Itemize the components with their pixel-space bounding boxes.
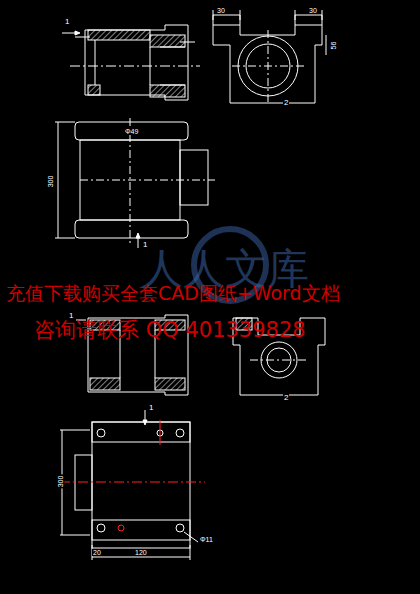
dimension-text: 30 [216,7,226,14]
dimension-text: 1 [148,404,154,412]
dimension-text: 2 [283,99,289,107]
dimension-text: 1 [64,18,70,26]
dimension-text: 30 [308,7,318,14]
dimension-text: 20 [92,549,102,556]
dimension-text: 300 [57,475,64,489]
watermark: 咨询请联系 QQ 401339828 [33,320,307,341]
dimension-text: 300 [47,175,54,189]
watermark: 充值下载购买全套CAD图纸+Word文档 [5,284,341,303]
dimension-text: 56 [330,41,337,51]
dimension-text: 120 [134,549,148,556]
dimension-text: Φ49 [124,128,139,135]
dimension-text: 1 [68,312,74,320]
dimension-text: 2 [283,394,289,402]
dimension-text: Φ11 [199,536,214,543]
